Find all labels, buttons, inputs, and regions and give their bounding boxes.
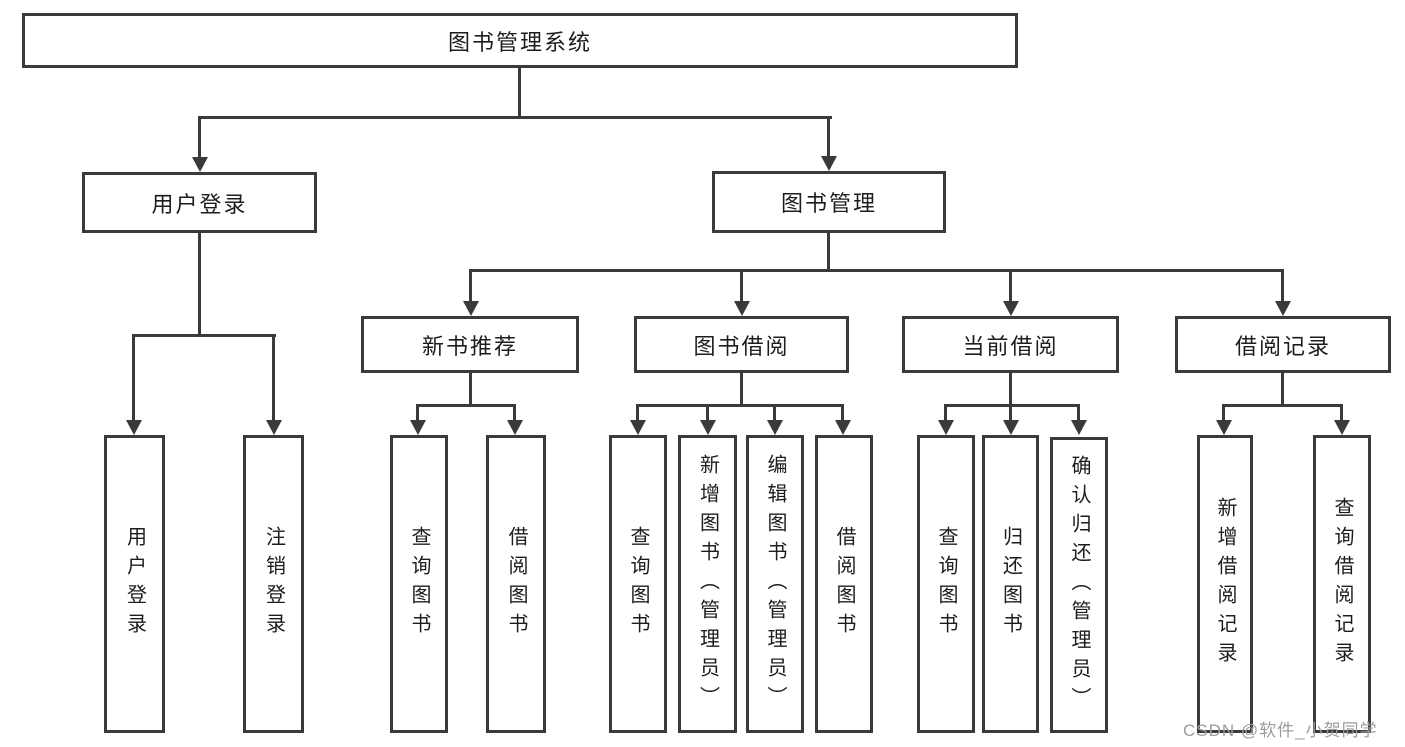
connector-line: [198, 116, 201, 160]
connector-line: [1222, 404, 1343, 407]
leaf-edit-book-admin: 编辑图书（管理员）: [746, 435, 804, 733]
leaf-label: 确认归还（管理员）: [1068, 454, 1090, 716]
connector-line: [740, 269, 743, 303]
node-book-borrow: 图书借阅: [634, 316, 849, 373]
connector-line: [706, 404, 709, 422]
arrowhead-down: [126, 420, 142, 435]
arrowhead-down: [1216, 420, 1232, 435]
node-current-borrow: 当前借阅: [902, 316, 1119, 373]
connector-line: [518, 68, 521, 119]
leaf-confirm-return-admin: 确认归还（管理员）: [1050, 437, 1108, 733]
node-label: 用户登录: [151, 191, 248, 217]
watermark: CSDN @软件_小贺同学: [1183, 721, 1378, 740]
connector-line: [827, 116, 830, 159]
leaf-query-books-borrow: 查询图书: [609, 435, 667, 733]
connector-line: [132, 334, 276, 337]
leaf-add-book-admin: 新增图书（管理员）: [678, 435, 737, 733]
arrowhead-down: [821, 156, 837, 171]
connector-line: [1077, 404, 1080, 422]
connector-line: [198, 233, 201, 336]
arrowhead-down: [630, 420, 646, 435]
connector-line: [740, 373, 743, 406]
leaf-add-borrow-record: 新增借阅记录: [1197, 435, 1253, 733]
leaf-user-login: 用户登录: [104, 435, 165, 733]
arrowhead-down: [266, 420, 282, 435]
leaf-label: 查询图书: [408, 526, 430, 642]
arrowhead-down: [835, 420, 851, 435]
connector-line: [469, 269, 1284, 272]
connector-line: [1340, 404, 1343, 422]
node-label: 新书推荐: [421, 333, 518, 359]
connector-line: [469, 269, 472, 303]
connector-line: [1222, 404, 1225, 422]
leaf-borrow-books-recommend: 借阅图书: [486, 435, 546, 733]
arrowhead-down: [1071, 420, 1087, 435]
leaf-label: 用户登录: [123, 526, 146, 642]
node-root-label: 图书管理系统: [447, 29, 592, 55]
arrowhead-down: [767, 420, 783, 435]
arrowhead-down: [938, 420, 954, 435]
connector-line: [944, 404, 947, 422]
leaf-borrow-books: 借阅图书: [815, 435, 873, 733]
leaf-label: 查询借阅记录: [1331, 497, 1353, 671]
connector-line: [469, 373, 472, 406]
connector-line: [416, 404, 419, 422]
connector-line: [636, 404, 639, 422]
node-label: 图书管理: [780, 191, 877, 216]
leaf-query-books-recommend: 查询图书: [390, 435, 448, 733]
leaf-logout: 注销登录: [243, 435, 304, 733]
arrowhead-down: [463, 301, 479, 316]
arrowhead-down: [192, 157, 208, 172]
leaf-label: 新增借阅记录: [1214, 497, 1236, 671]
arrowhead-down: [507, 420, 523, 435]
connector-line: [841, 404, 844, 422]
node-user-login: 用户登录: [82, 172, 317, 233]
connector-line: [1281, 269, 1284, 303]
leaf-query-borrow-record: 查询借阅记录: [1313, 435, 1371, 733]
node-borrow-records: 借阅记录: [1175, 316, 1391, 373]
connector-line: [1009, 404, 1012, 422]
leaf-label: 查询图书: [935, 526, 957, 642]
node-label: 图书借阅: [693, 333, 790, 359]
leaf-label: 归还图书: [999, 526, 1022, 642]
connector-line: [1009, 269, 1012, 303]
connector-line: [198, 116, 832, 119]
arrowhead-down: [734, 301, 750, 316]
arrowhead-down: [1003, 301, 1019, 316]
connector-line: [636, 404, 844, 407]
connector-line: [1009, 373, 1012, 406]
connector-line: [416, 404, 516, 407]
connector-line: [1281, 373, 1284, 406]
node-label: 当前借阅: [962, 333, 1059, 359]
connector-line: [272, 334, 275, 422]
arrowhead-down: [1003, 420, 1019, 435]
node-book-management: 图书管理: [712, 171, 946, 233]
leaf-label: 注销登录: [262, 526, 285, 642]
connector-line: [827, 233, 830, 272]
leaf-label: 查询图书: [627, 526, 649, 642]
connector-line: [944, 404, 1080, 407]
node-new-book-recommend: 新书推荐: [361, 316, 579, 373]
node-root: 图书管理系统: [22, 13, 1018, 68]
arrowhead-down: [410, 420, 426, 435]
arrowhead-down: [1334, 420, 1350, 435]
connector-line: [513, 404, 516, 422]
node-label: 借阅记录: [1234, 333, 1331, 359]
arrowhead-down: [1275, 301, 1291, 316]
leaf-label: 借阅图书: [833, 526, 855, 642]
leaf-query-books-current: 查询图书: [917, 435, 975, 733]
connector-line: [132, 334, 135, 422]
leaf-label: 新增图书（管理员）: [696, 453, 719, 715]
leaf-label: 借阅图书: [505, 526, 527, 642]
connector-line: [773, 404, 776, 422]
leaf-label: 编辑图书（管理员）: [764, 453, 786, 715]
leaf-return-book: 归还图书: [982, 435, 1039, 733]
arrowhead-down: [700, 420, 716, 435]
